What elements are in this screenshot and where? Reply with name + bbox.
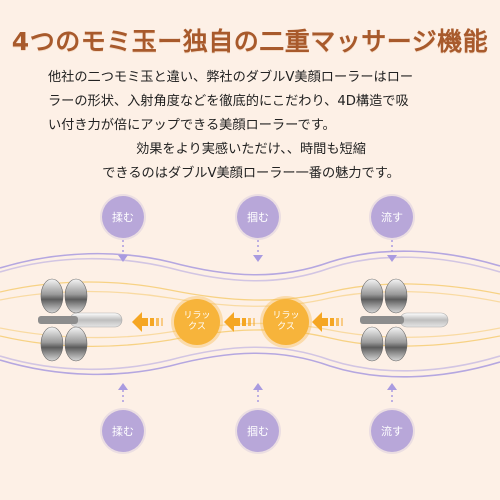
description-line: い付き力が倍にアップできる美顔ローラーです。 xyxy=(48,118,336,133)
arrow-group-2 xyxy=(224,312,255,332)
small-arrow-icons xyxy=(118,255,397,390)
top-label-flow: 流す xyxy=(371,196,413,238)
description-line: ラーの形状、入射角度などを徹底的にこだわり、4D構造で吸 xyxy=(48,94,409,109)
bottom-label-knead: 揉む xyxy=(102,410,144,452)
bottom-label-grab: 掴む xyxy=(237,410,279,452)
page-title: 4つのモミ玉ー独自の二重マッサージ機能 xyxy=(11,27,489,56)
face-roller-right-icon xyxy=(360,278,449,362)
arrow-group-1 xyxy=(132,312,163,332)
purple-wave-lines xyxy=(0,250,500,378)
arrow-group-3 xyxy=(312,312,343,332)
chevron-left-arrows xyxy=(132,312,343,332)
description-line: できるのはダブルV美顔ローラー一番の魅力です。 xyxy=(102,166,400,181)
dotted-connectors xyxy=(122,240,393,405)
relax-badge: リラックス xyxy=(174,299,220,345)
bottom-label-flow: 流す xyxy=(371,410,413,452)
face-roller-left-icon xyxy=(38,278,123,362)
description-line: 効果をより実感いただけ、、時間も短縮 xyxy=(136,142,366,157)
relax-badge: リラックス xyxy=(263,299,309,345)
description-text: 他社の二つモミ玉と違い、弊社のダブルV美顔ローラーはロー ラーの形状、入射角度な… xyxy=(48,66,454,186)
description-line: 他社の二つモミ玉と違い、弊社のダブルV美顔ローラーはロー xyxy=(48,70,414,85)
top-label-grab: 掴む xyxy=(237,196,279,238)
top-label-knead: 揉む xyxy=(102,196,144,238)
